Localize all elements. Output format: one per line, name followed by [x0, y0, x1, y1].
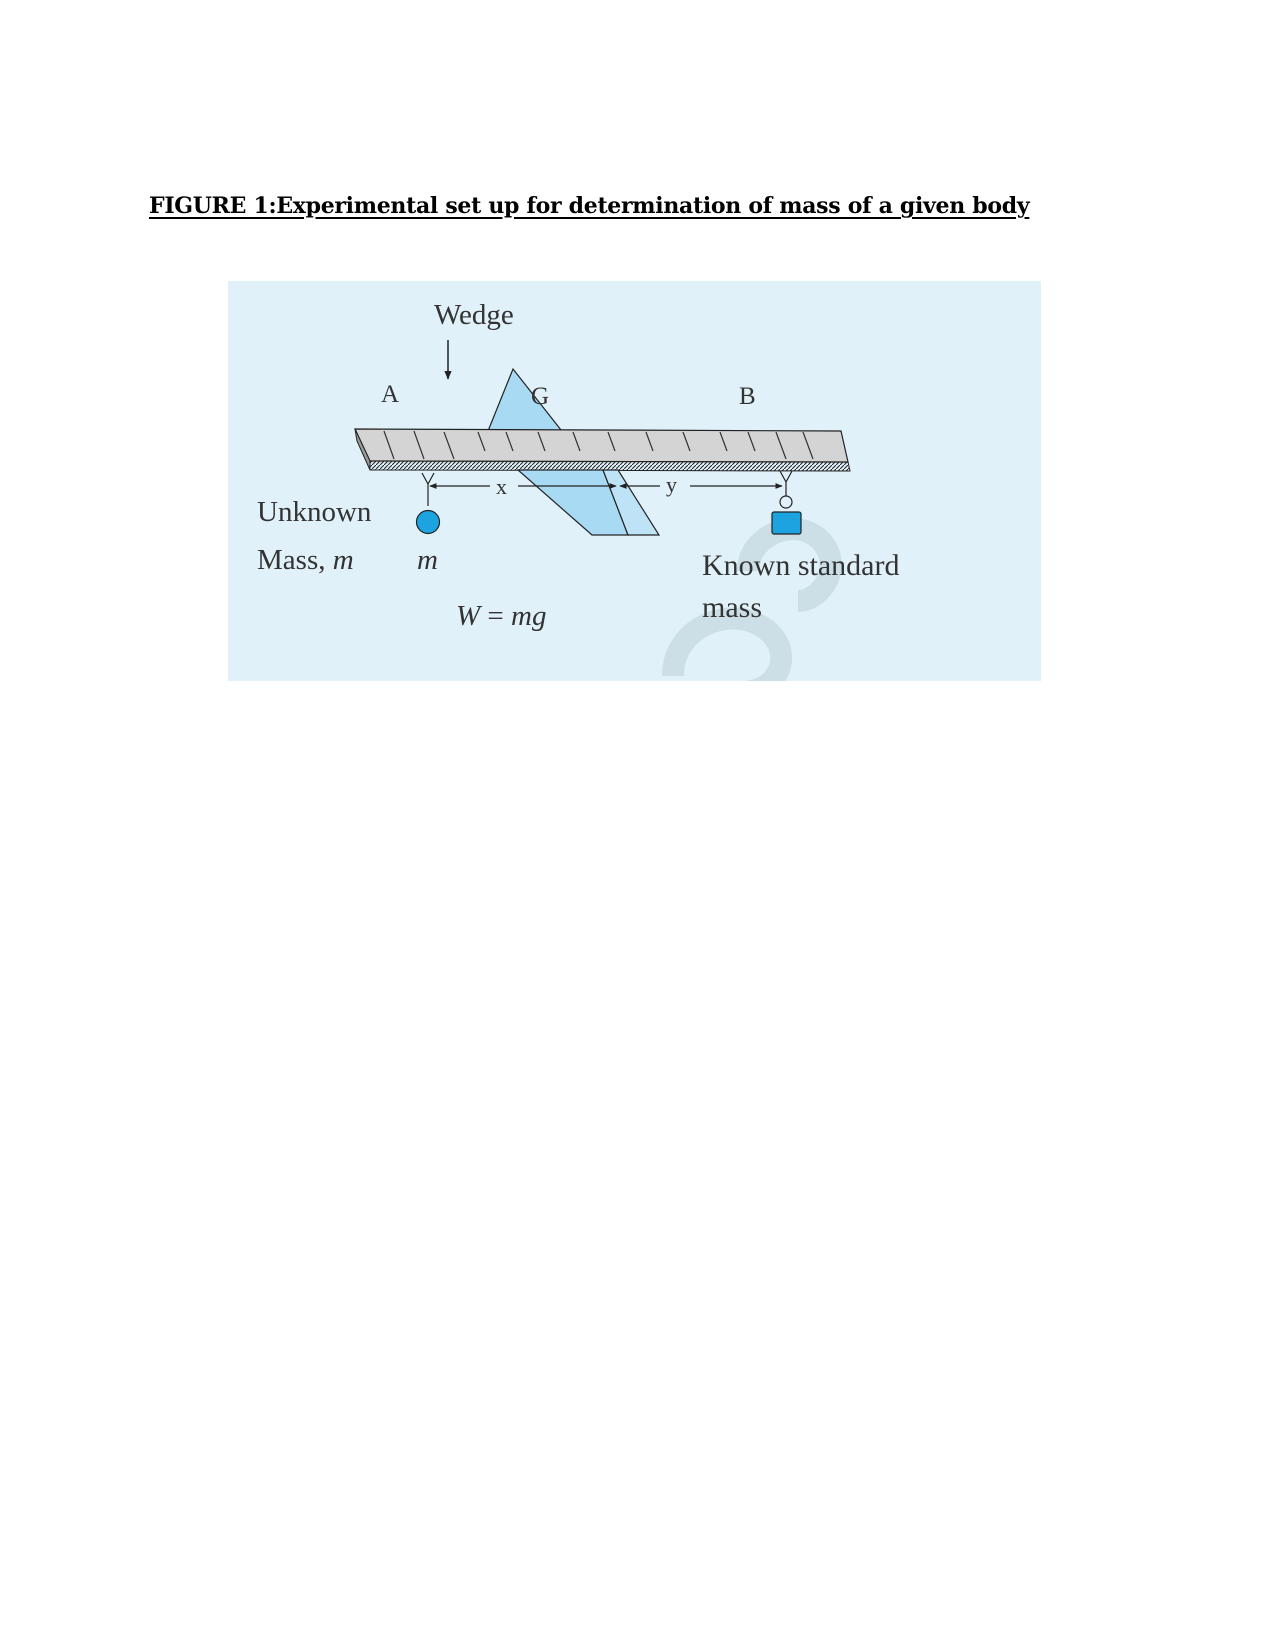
- unknown-mass-label-line1: Unknown: [257, 496, 372, 528]
- point-a-label: A: [381, 381, 399, 408]
- watermark: [662, 518, 842, 681]
- weight-equation: W = mg: [456, 600, 546, 632]
- point-b-label: B: [739, 383, 756, 410]
- distance-y-label: y: [666, 472, 677, 497]
- page-title: FIGURE 1:Experimental set up for determi…: [149, 193, 1030, 219]
- distance-x-label: x: [496, 474, 507, 499]
- standard-mass-weight: [771, 511, 802, 535]
- known-mass-label-line1: Known standard: [702, 549, 899, 582]
- standard-mass-hanger: [779, 470, 793, 509]
- mass-symbol-label: m: [417, 544, 438, 576]
- figure-panel: Wedge A G B x y Unknown Mass, m m W = mg…: [228, 281, 1041, 681]
- wedge-label: Wedge: [434, 299, 514, 331]
- known-mass-label-line2: mass: [702, 591, 762, 624]
- figure-background: [228, 281, 1041, 681]
- unknown-mass-label-line2: Mass, m: [257, 544, 354, 576]
- unknown-mass-hanger: [421, 472, 435, 506]
- unknown-mass-bob: [415, 509, 441, 535]
- point-g-label: G: [531, 383, 549, 410]
- meter-scale: [354, 428, 851, 472]
